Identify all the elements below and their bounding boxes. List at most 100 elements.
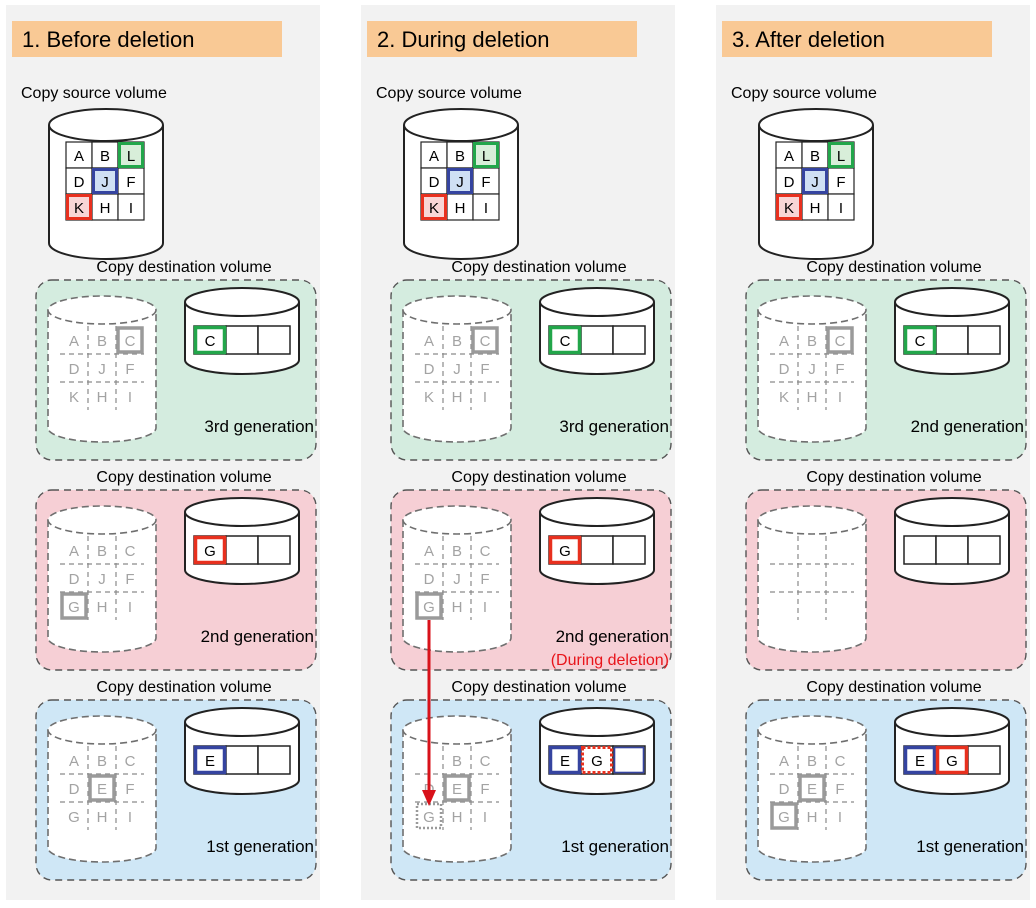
ghost-cell-label: I (128, 389, 132, 406)
snapshot-slot (903, 535, 937, 565)
ghost-cell-label: B (807, 753, 817, 770)
source-cell-label: K (74, 200, 84, 217)
snapshot-cylinder-top (539, 497, 655, 527)
ghost-cell-label: D (424, 571, 435, 588)
ghost-cell-label: A (69, 753, 79, 770)
ghost-cell-label: I (483, 599, 487, 616)
ghost-cylinder-top (47, 295, 157, 325)
ghost-cell-label: F (480, 781, 489, 798)
ghost-cell-label: C (125, 333, 136, 350)
snapshot-slot-highlight (613, 746, 645, 774)
ghost-cell-label: K (424, 389, 434, 406)
ghost-cell-highlight (798, 774, 826, 802)
snapshot-slot-label: E (560, 753, 570, 770)
snapshot-slot (580, 745, 614, 775)
snapshot-slot (257, 325, 291, 355)
source-cell-label: A (784, 148, 794, 165)
ghost-cell-label: G (423, 599, 435, 616)
source-cell-label: K (429, 200, 439, 217)
ghost-cell-label: H (452, 389, 463, 406)
ghost-cell-highlight (826, 326, 854, 354)
source-cell-label: H (810, 200, 821, 217)
generation-label: 3rd generation (559, 417, 669, 436)
source-cell-label: J (101, 174, 109, 191)
ghost-cell-label: I (128, 809, 132, 826)
source-cell-highlight (66, 194, 92, 220)
ghost-cell-label: F (480, 571, 489, 588)
source-cell-label: A (429, 148, 439, 165)
snapshot-cylinder-top (184, 287, 300, 317)
source-cell-label: K (784, 200, 794, 217)
source-cell (420, 141, 448, 169)
ghost-cell-label: F (125, 361, 134, 378)
snapshot-slot-highlight (548, 535, 582, 565)
source-cell-highlight (802, 168, 828, 194)
snapshot-slot (935, 325, 969, 355)
ghost-cell-highlight (116, 326, 144, 354)
snapshot-slot (225, 535, 259, 565)
ghost-cell-label: J (98, 361, 106, 378)
ghost-cell-label: J (453, 571, 461, 588)
snapshot-slot-highlight (548, 325, 582, 355)
source-cell-label: I (839, 200, 843, 217)
ghost-cell-label: G (423, 809, 435, 826)
source-cell-label: H (100, 200, 111, 217)
generation-label: 2nd generation (556, 627, 669, 646)
panel-title: 2. During deletion (377, 27, 549, 52)
ghost-cell-label: D (69, 781, 80, 798)
source-cell-label: D (429, 174, 440, 191)
snapshot-slot (612, 325, 646, 355)
snapshot-slot (225, 745, 259, 775)
snapshot-slot-label: E (915, 753, 925, 770)
snapshot-slot-label: C (205, 333, 216, 350)
ghost-cell-label: B (452, 543, 462, 560)
source-cell-label: F (126, 174, 135, 191)
source-label: Copy source volume (21, 85, 167, 102)
ghost-cell-label: F (125, 781, 134, 798)
panel-title: 1. Before deletion (22, 27, 194, 52)
snapshot-slot-label: G (204, 543, 216, 560)
ghost-cell-label: G (778, 809, 790, 826)
destination-label: Copy destination volume (451, 259, 626, 276)
panel-title-bar (12, 21, 282, 57)
panel-title-bar (722, 21, 992, 57)
source-label: Copy source volume (731, 85, 877, 102)
snapshot-slot-label: C (915, 333, 926, 350)
snapshot-slot (967, 325, 1001, 355)
ghost-cell-label: F (125, 571, 134, 588)
source-cylinder-top (48, 108, 164, 142)
ghost-cell-label: B (807, 333, 817, 350)
snapshot-slot (967, 745, 1001, 775)
ghost-cell-label: I (128, 599, 132, 616)
source-cell-label: I (484, 200, 488, 217)
ghost-cell-label: A (779, 753, 789, 770)
ghost-cell-label: I (483, 809, 487, 826)
deletion-note: (During deletion) (551, 652, 669, 669)
source-cell-label: A (74, 148, 84, 165)
snapshot-slot-highlight (193, 535, 227, 565)
ghost-cylinder-top (402, 505, 512, 535)
ghost-cell-label: J (98, 571, 106, 588)
ghost-cell-label: A (424, 333, 434, 350)
source-cell-highlight (92, 168, 118, 194)
snapshot-slot-highlight (548, 745, 582, 775)
ghost-cell-label: K (69, 389, 79, 406)
ghost-cell-label: C (480, 753, 491, 770)
ghost-cell-highlight (443, 774, 471, 802)
snapshot-cylinder-top (539, 707, 655, 737)
ghost-cylinder-top (757, 715, 867, 745)
ghost-cell-dotted (415, 802, 443, 830)
generation-label: 3rd generation (204, 417, 314, 436)
source-cell-label: B (455, 148, 465, 165)
ghost-cylinder-top (47, 505, 157, 535)
ghost-cell-label: B (452, 753, 462, 770)
snapshot-slot (967, 535, 1001, 565)
source-cell (775, 141, 803, 169)
ghost-cell-label: H (97, 389, 108, 406)
ghost-cylinder-top (47, 715, 157, 745)
ghost-cell-label: K (779, 389, 789, 406)
source-cell-label: F (481, 174, 490, 191)
